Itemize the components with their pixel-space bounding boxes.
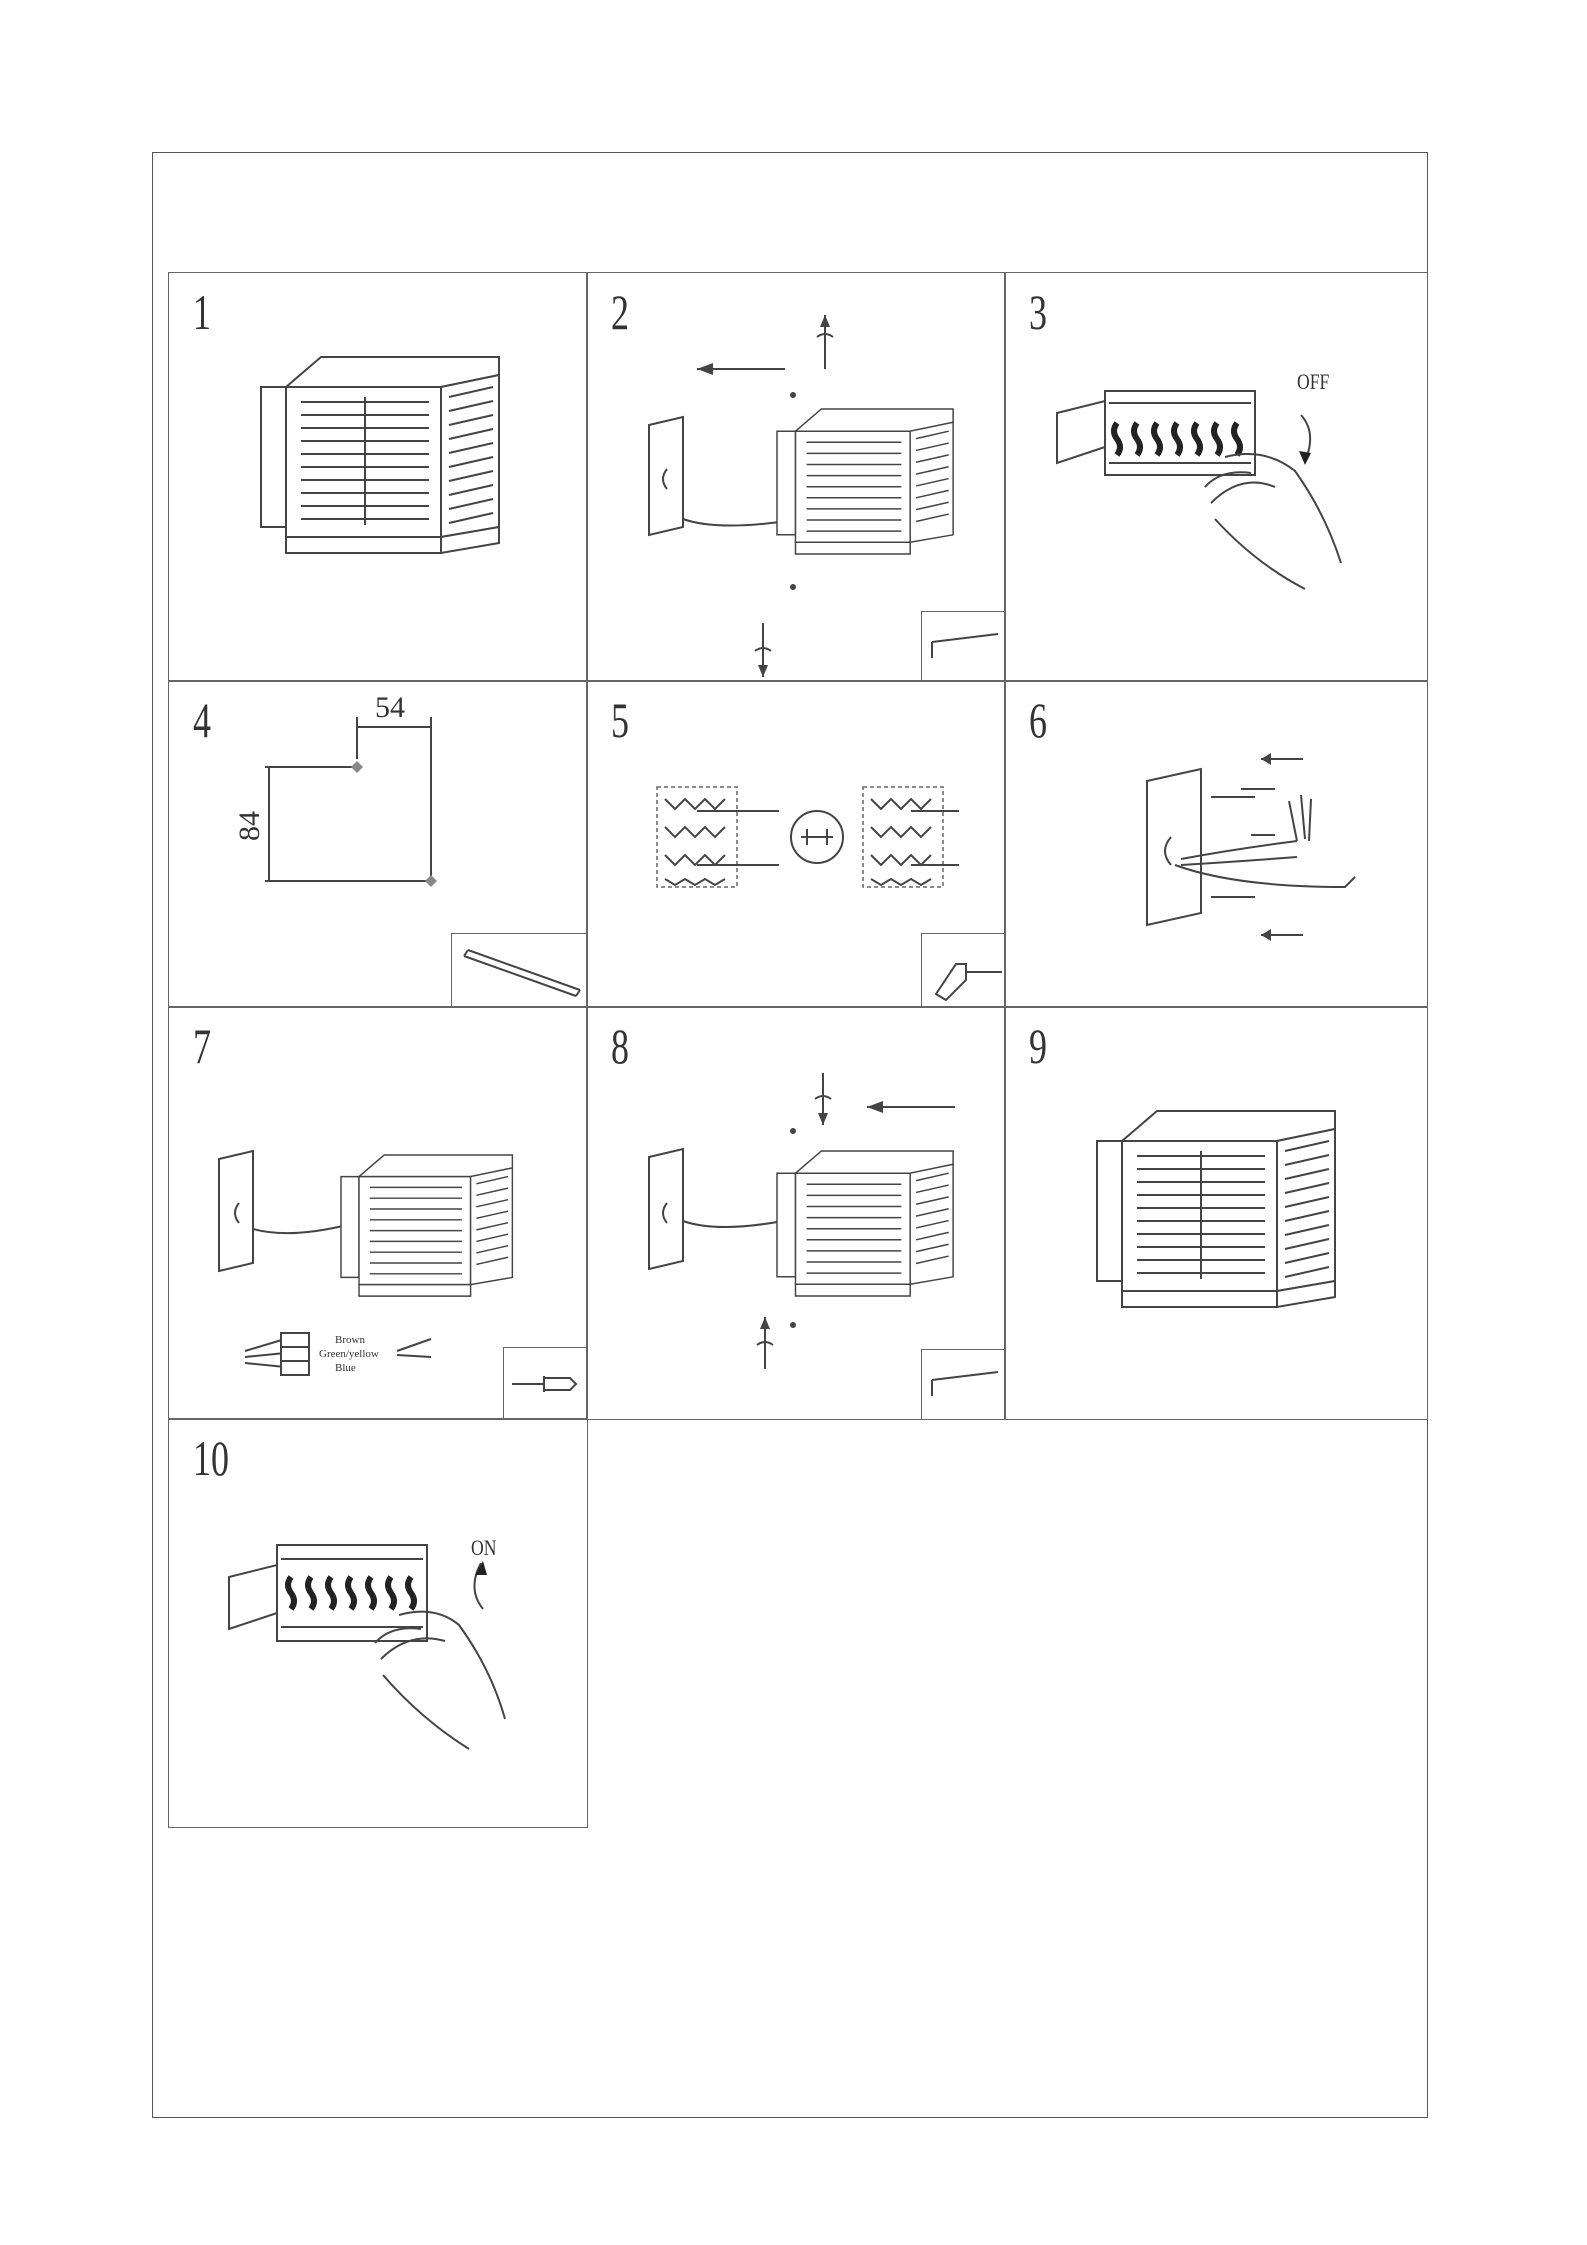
wire-brown-label: Brown	[335, 1334, 365, 1346]
step-10-panel: 10 ON	[168, 1418, 588, 1828]
switch-on-breaker-illustration: ON	[169, 1419, 588, 1828]
screwdriver-icon	[503, 1347, 587, 1419]
switch-off-breaker-illustration: OFF	[1005, 273, 1428, 682]
step-4-panel: 4 54 84	[168, 680, 588, 1008]
wire-blue-label: Blue	[335, 1362, 356, 1374]
off-label: OFF	[1297, 370, 1329, 394]
step-1-panel: 1	[168, 272, 588, 682]
dimension-54: 54	[375, 691, 405, 724]
installed-lamp-illustration	[1005, 1007, 1428, 1420]
step-5-panel: 5	[586, 680, 1006, 1008]
on-label: ON	[471, 1536, 496, 1560]
wall-after	[863, 787, 959, 887]
allen-key-icon	[921, 1349, 1005, 1419]
terminal-block	[245, 1333, 309, 1375]
mount-bracket-illustration	[1005, 681, 1428, 1008]
step-9-panel: 9	[1004, 1006, 1428, 1420]
step-8-panel: 8	[586, 1006, 1006, 1420]
step-6-panel: 6	[1004, 680, 1428, 1008]
step-7-panel: 7 Brown Green/yellow Blue	[168, 1006, 588, 1420]
wall-before	[657, 787, 779, 887]
lamp-illustration	[169, 273, 588, 682]
step-3-panel: 3 OFF	[1004, 272, 1428, 682]
wire-green-yellow-label: Green/yellow	[319, 1348, 379, 1360]
step-2-panel: 2	[586, 272, 1006, 682]
dimension-84: 84	[233, 811, 266, 841]
pencil-icon	[451, 933, 587, 1007]
drill-icon	[921, 933, 1005, 1007]
allen-key-icon	[921, 611, 1005, 681]
